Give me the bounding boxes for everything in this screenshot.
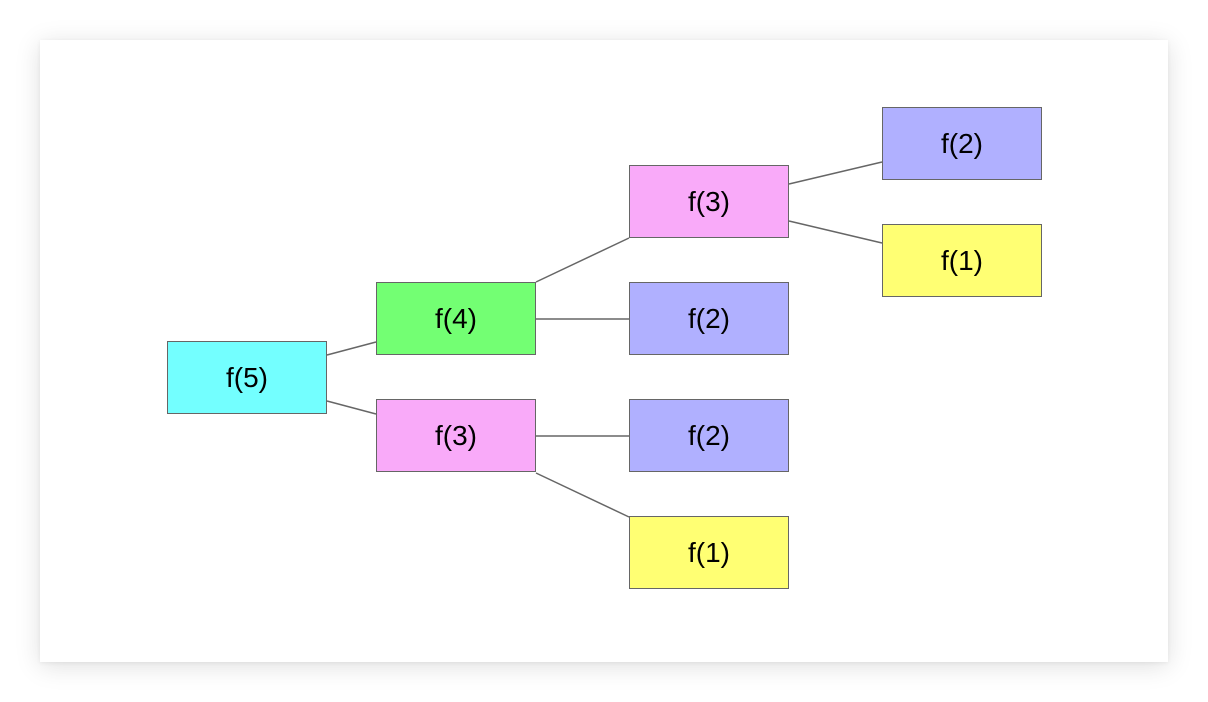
node-f4: f(4) bbox=[376, 282, 536, 355]
node-f2-level2-upper: f(2) bbox=[629, 282, 789, 355]
node-label: f(3) bbox=[688, 185, 730, 217]
node-label: f(3) bbox=[435, 419, 477, 451]
node-label: f(5) bbox=[226, 361, 268, 393]
node-label: f(2) bbox=[688, 419, 730, 451]
node-f1-level3: f(1) bbox=[882, 224, 1042, 297]
node-f1-level2: f(1) bbox=[629, 516, 789, 589]
node-f3-level1: f(3) bbox=[376, 399, 536, 472]
node-f5: f(5) bbox=[167, 341, 327, 414]
node-f2-level2-lower: f(2) bbox=[629, 399, 789, 472]
node-label: f(1) bbox=[688, 536, 730, 568]
node-f2-level3: f(2) bbox=[882, 107, 1042, 180]
node-label: f(2) bbox=[941, 127, 983, 159]
node-label: f(2) bbox=[688, 302, 730, 334]
node-label: f(4) bbox=[435, 302, 477, 334]
node-f3-level2: f(3) bbox=[629, 165, 789, 238]
node-label: f(1) bbox=[941, 244, 983, 276]
